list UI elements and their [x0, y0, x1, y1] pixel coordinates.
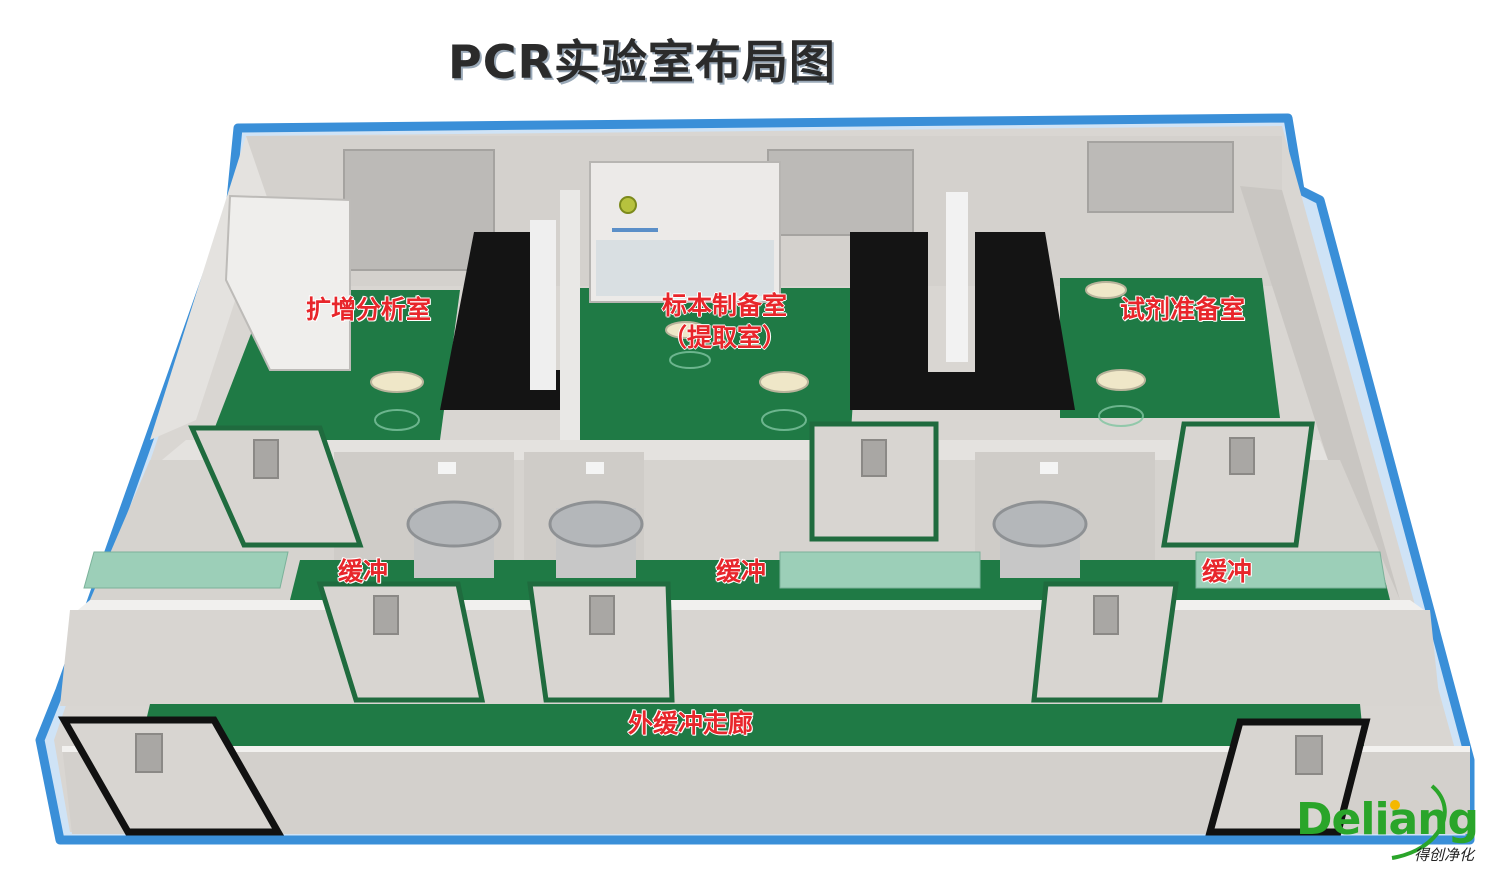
bench-reagent-left [928, 232, 1075, 410]
entrance-door-right [1205, 718, 1371, 836]
label-buffer-left: 缓冲 [338, 557, 389, 586]
logo-subtitle: 得创净化 [1414, 846, 1475, 864]
label-corridor: 外缓冲走廊 [628, 709, 754, 738]
counter-mid [779, 551, 981, 589]
buffer-doors [316, 581, 1179, 703]
window-left [343, 149, 495, 271]
window-right [1087, 141, 1234, 213]
label-specimen-line1: 标本制备室 [662, 291, 788, 320]
label-specimen-room: 标本制备室 （提取室） [662, 290, 787, 354]
entrance-door-left [57, 716, 285, 836]
corridor-floor [140, 704, 1364, 746]
counter-right [1195, 551, 1387, 589]
logo-swoosh [1391, 784, 1447, 860]
logo-dot [1390, 800, 1400, 810]
lab-doors [188, 421, 1315, 548]
front-wall [62, 746, 1470, 834]
sinks [406, 462, 1088, 578]
logo-wordmark: Deliang [1296, 794, 1479, 845]
floor-specimen [566, 288, 860, 448]
label-reagent-room: 试剂准备室 [1120, 295, 1246, 324]
label-amplification-room: 扩增分析室 [306, 295, 432, 324]
label-buffer-middle: 缓冲 [716, 557, 767, 586]
deliang-logo: Deliang 得创净化 [1296, 794, 1496, 870]
fume-hood [224, 194, 351, 371]
label-specimen-line2: （提取室） [662, 323, 788, 352]
counter-left [83, 551, 289, 589]
stools [370, 281, 1146, 393]
window-mid [767, 149, 914, 236]
cabinet-indicator [619, 196, 637, 214]
bench-specimen-right [850, 232, 928, 410]
page-title: PCR实验室布局图 [448, 35, 836, 89]
label-buffer-right: 缓冲 [1202, 557, 1253, 586]
